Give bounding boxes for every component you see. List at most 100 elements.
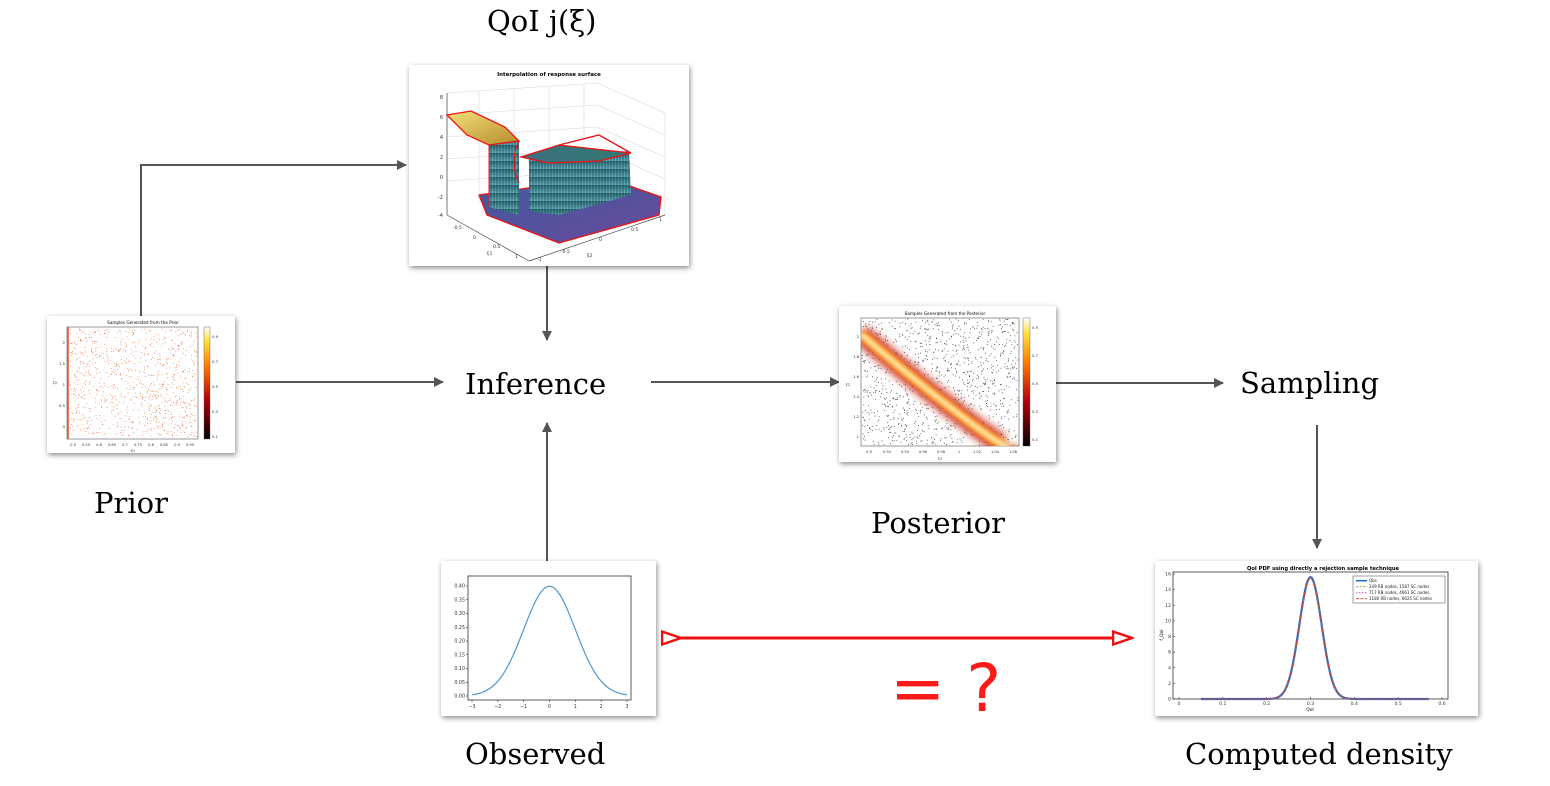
posterior-sample-dot bbox=[951, 325, 953, 327]
posterior-sample-dot bbox=[971, 408, 973, 410]
posterior-sample-dot bbox=[867, 354, 869, 356]
posterior-sample-dot bbox=[897, 418, 899, 420]
prior-sample-dot bbox=[147, 353, 149, 355]
prior-sample-dot bbox=[133, 354, 134, 356]
posterior-sample-dot bbox=[889, 404, 891, 406]
prior-sample-dot bbox=[88, 370, 90, 372]
posterior-sample-dot bbox=[905, 425, 907, 426]
prior-sample-dot bbox=[80, 361, 82, 363]
posterior-sample-dot bbox=[932, 351, 934, 353]
prior-sample-dot bbox=[78, 394, 80, 396]
posterior-sample-dot bbox=[890, 391, 892, 393]
prior-sample-dot bbox=[153, 417, 155, 419]
prior-sample-dot bbox=[151, 374, 153, 376]
prior-sample-dot bbox=[117, 412, 119, 414]
posterior-sample-dot bbox=[905, 434, 907, 436]
prior-sample-dot bbox=[106, 399, 108, 400]
prior-sample-dot bbox=[140, 383, 142, 385]
prior-sample-dot bbox=[96, 393, 98, 395]
prior-ytick: 1.5 bbox=[59, 361, 66, 366]
posterior-sample-dot bbox=[955, 344, 957, 346]
computed-legend-entry: 1180 RB nodes, 6625 SC nodes bbox=[1369, 596, 1432, 601]
prior-sample-dot bbox=[82, 414, 84, 416]
prior-sample-dot bbox=[155, 416, 157, 418]
posterior-sample-dot bbox=[925, 322, 926, 323]
prior-sample-dot bbox=[104, 385, 106, 386]
prior-sample-dot bbox=[91, 420, 93, 421]
posterior-sample-dot bbox=[932, 441, 934, 442]
posterior-sample-dot bbox=[877, 411, 879, 412]
prior-sample-dot bbox=[89, 408, 91, 410]
prior-sample-dot bbox=[173, 342, 175, 344]
posterior-sample-dot bbox=[981, 328, 983, 330]
posterior-sample-dot bbox=[947, 331, 949, 333]
prior-ylabel: ξ2 bbox=[53, 381, 57, 385]
prior-sample-dot bbox=[121, 420, 123, 422]
posterior-sample-dot bbox=[1004, 324, 1006, 326]
prior-sample-dot bbox=[161, 374, 163, 376]
prior-sample-dot bbox=[182, 424, 184, 426]
prior-sample-dot bbox=[179, 399, 181, 400]
posterior-sample-dot bbox=[943, 357, 945, 359]
prior-sample-dot bbox=[147, 423, 149, 424]
prior-sample-dot bbox=[77, 353, 79, 355]
prior-sample-dot bbox=[84, 381, 86, 383]
prior-sample-dot bbox=[85, 383, 87, 385]
posterior-sample-dot bbox=[912, 404, 914, 405]
posterior-sample-dot bbox=[877, 442, 879, 443]
posterior-sample-dot bbox=[892, 398, 894, 400]
posterior-sample-dot bbox=[893, 418, 895, 420]
posterior-ytick: 2 bbox=[857, 334, 860, 339]
posterior-sample-dot bbox=[920, 409, 922, 411]
prior-sample-dot bbox=[103, 391, 105, 393]
posterior-sample-dot bbox=[862, 416, 864, 418]
posterior-sample-dot bbox=[955, 368, 957, 370]
posterior-sample-dot bbox=[995, 413, 997, 415]
posterior-sample-dot bbox=[1017, 399, 1019, 401]
posterior-sample-dot bbox=[899, 335, 901, 337]
prior-sample-dot bbox=[135, 370, 137, 371]
posterior-sample-dot bbox=[931, 442, 933, 444]
posterior-sample-dot bbox=[963, 341, 965, 343]
prior-sample-dot bbox=[83, 332, 85, 334]
prior-sample-dot bbox=[99, 356, 101, 358]
posterior-sample-dot bbox=[927, 404, 929, 405]
observed-ytick-label: 0.00 bbox=[454, 694, 465, 700]
prior-sample-dot bbox=[73, 373, 75, 375]
prior-sample-dot bbox=[73, 430, 75, 432]
posterior-sample-dot bbox=[946, 423, 948, 425]
prior-sample-dot bbox=[129, 385, 131, 387]
posterior-sample-dot bbox=[922, 424, 924, 426]
posterior-sample-dot bbox=[907, 329, 909, 331]
prior-sample-dot bbox=[108, 362, 110, 364]
qoi-ytick: -1 bbox=[537, 257, 542, 263]
posterior-sample-dot bbox=[862, 390, 864, 392]
prior-sample-dot bbox=[194, 350, 196, 352]
posterior-sample-dot bbox=[893, 434, 895, 436]
prior-ytick: 0.5 bbox=[59, 403, 66, 408]
posterior-sample-dot bbox=[970, 386, 972, 388]
prior-sample-dot bbox=[141, 398, 143, 400]
prior-sample-dot bbox=[179, 328, 181, 330]
posterior-sample-dot bbox=[928, 338, 930, 340]
prior-sample-dot bbox=[122, 355, 124, 357]
prior-sample-dot bbox=[144, 353, 146, 355]
posterior-sample-dot bbox=[908, 336, 910, 338]
prior-sample-dot bbox=[83, 427, 85, 429]
posterior-sample-dot bbox=[890, 431, 892, 433]
posterior-sample-dot bbox=[910, 327, 912, 329]
posterior-sample-dot bbox=[962, 379, 964, 381]
prior-sample-dot bbox=[107, 358, 109, 359]
posterior-sample-dot bbox=[905, 323, 906, 325]
posterior-sample-dot bbox=[914, 400, 916, 402]
prior-sample-dot bbox=[134, 346, 136, 348]
prior-sample-dot bbox=[89, 424, 91, 426]
prior-sample-dot bbox=[89, 411, 91, 412]
posterior-sample-dot bbox=[1001, 392, 1003, 394]
posterior-sample-dot bbox=[948, 427, 950, 429]
prior-sample-dot bbox=[191, 358, 192, 360]
prior-sample-dot bbox=[124, 351, 126, 353]
posterior-sample-dot bbox=[985, 352, 987, 354]
posterior-sample-dot bbox=[988, 334, 990, 336]
